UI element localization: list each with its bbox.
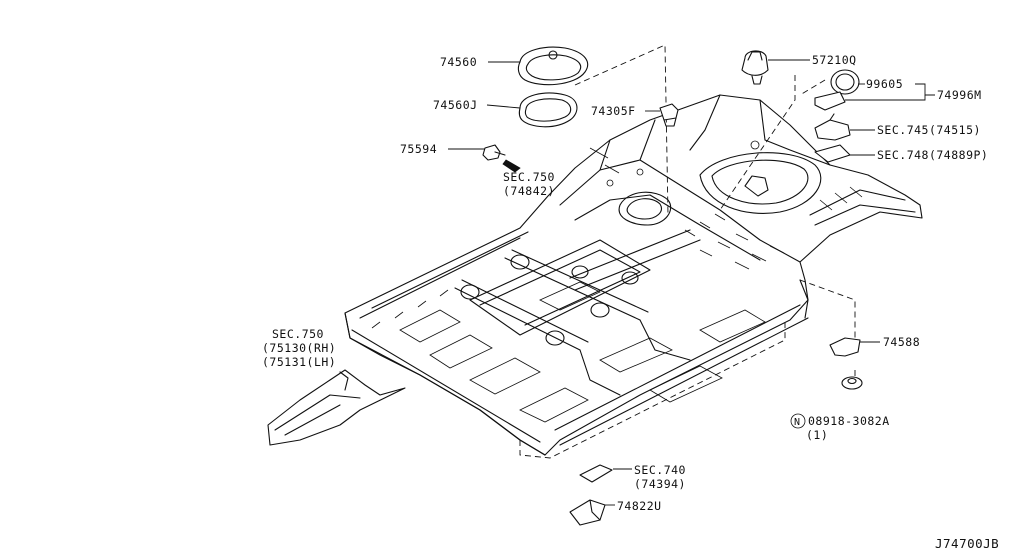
part-sec745-bracket xyxy=(814,113,851,141)
label-74822u: 74822U xyxy=(617,499,662,513)
label-sec750-side-rh: (75130(RH) xyxy=(262,341,336,355)
label-sec740: SEC.740 xyxy=(634,463,686,477)
part-08918-nut xyxy=(841,376,863,390)
label-08918-qty: (1) xyxy=(806,428,828,442)
part-74588-bracket xyxy=(829,337,861,357)
label-sec750-side-lh: (75131(LH) xyxy=(262,355,336,369)
label-99605: 99605 xyxy=(866,77,903,91)
label-75594: 75594 xyxy=(400,142,437,156)
part-99605-cap xyxy=(830,69,860,95)
diagram-code: J74700JB xyxy=(935,536,999,551)
part-57210q-grommet xyxy=(741,50,769,85)
label-57210q: 57210Q xyxy=(812,53,857,67)
part-74560j-seal xyxy=(518,92,578,128)
callout-labels: 74560 74560J 75594 SEC.750 (74842) 74305… xyxy=(262,53,999,551)
label-sec750-side: SEC.750 xyxy=(272,327,324,341)
part-74305f-grommet xyxy=(659,103,679,127)
label-74560j: 74560J xyxy=(433,98,478,112)
floor-panel-assembly xyxy=(344,94,923,456)
part-75594-clip xyxy=(482,144,521,173)
part-sec740-pad xyxy=(579,464,613,483)
label-nut-symbol: N xyxy=(794,417,801,428)
nut-symbol-circle xyxy=(790,413,806,429)
label-sec750-top-ref: (74842) xyxy=(503,184,555,198)
label-74560: 74560 xyxy=(440,55,477,69)
label-sec750-top: SEC.750 xyxy=(503,170,555,184)
label-sec748: SEC.748(74889P) xyxy=(877,148,988,162)
label-08918: 08918-3082A xyxy=(808,414,890,428)
part-74996m-bracket xyxy=(814,91,846,111)
label-sec745: SEC.745(74515) xyxy=(877,123,981,137)
part-74822u-clip xyxy=(569,499,606,526)
label-sec740-ref: (74394) xyxy=(634,477,686,491)
leader-lines xyxy=(448,59,935,506)
reference-dashed-lines xyxy=(519,44,856,459)
part-74560-plug xyxy=(517,46,589,86)
label-74305f: 74305F xyxy=(591,104,636,118)
label-74588: 74588 xyxy=(883,335,920,349)
part-sec750-side-member xyxy=(267,369,406,446)
label-74996m: 74996M xyxy=(937,88,982,102)
